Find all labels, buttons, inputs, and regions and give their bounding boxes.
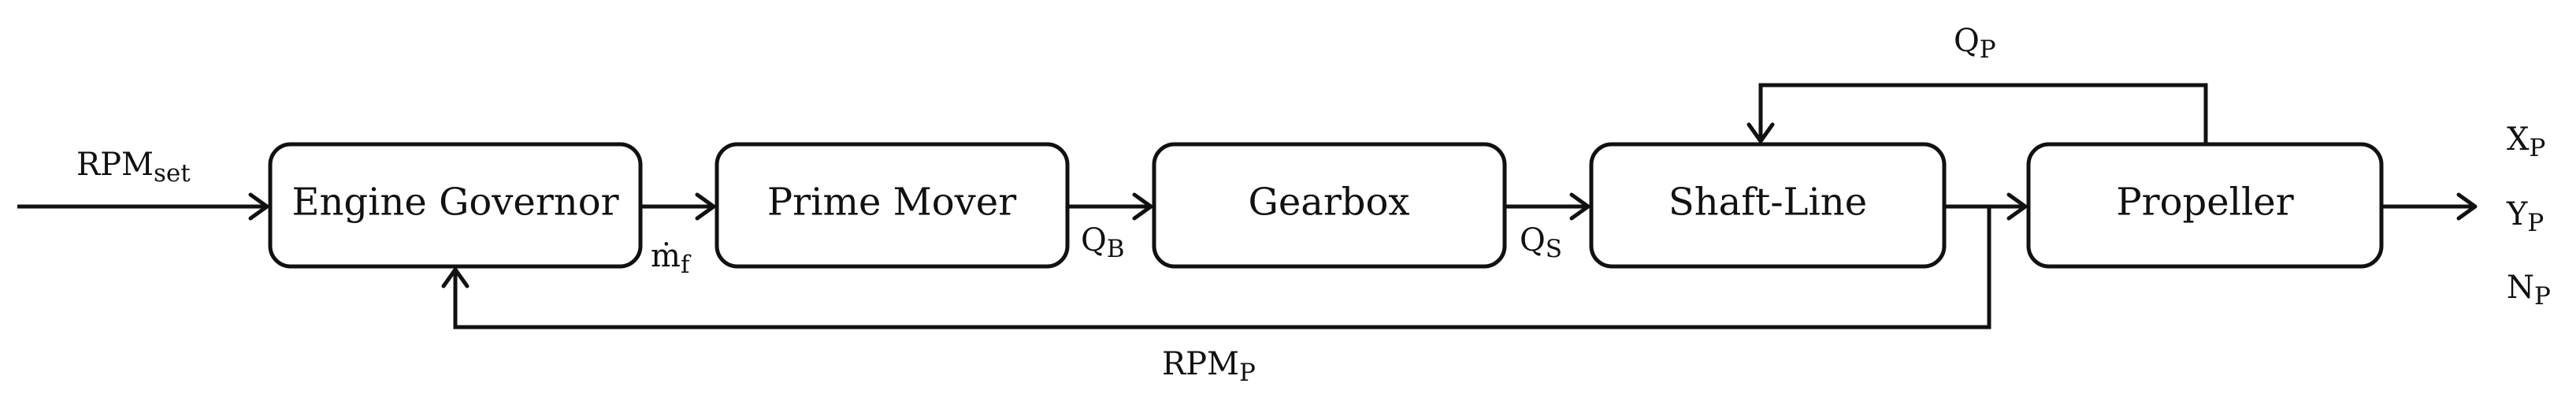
label-q-p: QP <box>1954 23 1996 64</box>
gearbox-label: Gearbox <box>1248 181 1409 225</box>
propeller-label: Propeller <box>2116 181 2293 225</box>
label-rpm-set: RPMset <box>76 147 191 188</box>
label-x-p: XP <box>2507 121 2545 162</box>
wire-rpm-p-feedback <box>441 207 1991 329</box>
wire-rpm-set-input <box>17 192 269 221</box>
wire-qp-feedback <box>1746 83 2208 144</box>
block-propeller: Propeller <box>2026 142 2384 269</box>
block-engine-governor: Engine Governor <box>268 142 643 269</box>
block-prime-mover: Prime Mover <box>715 142 1070 269</box>
label-rpm-p: RPMP <box>1162 346 1256 387</box>
label-n-p: NP <box>2507 270 2551 311</box>
label-q-b: QB <box>1081 222 1125 263</box>
wire-shaft-line-to-propeller <box>1944 192 2028 221</box>
prime-mover-label: Prime Mover <box>767 181 1016 225</box>
wire-gearbox-to-shaft-line <box>1505 192 1591 221</box>
wire-prime-mover-to-gearbox <box>1067 192 1153 221</box>
block-gearbox: Gearbox <box>1152 142 1507 269</box>
shaft-line-label: Shaft-Line <box>1668 181 1867 225</box>
block-shaft-line: Shaft-Line <box>1589 142 1947 269</box>
engine-governor-label: Engine Governor <box>291 181 618 225</box>
label-m-f: ṁf <box>651 238 692 279</box>
wire-governor-to-prime-mover <box>640 192 716 221</box>
wire-propeller-output <box>2381 192 2478 221</box>
label-y-p: YP <box>2506 196 2544 237</box>
label-q-s: QS <box>1520 222 1562 263</box>
